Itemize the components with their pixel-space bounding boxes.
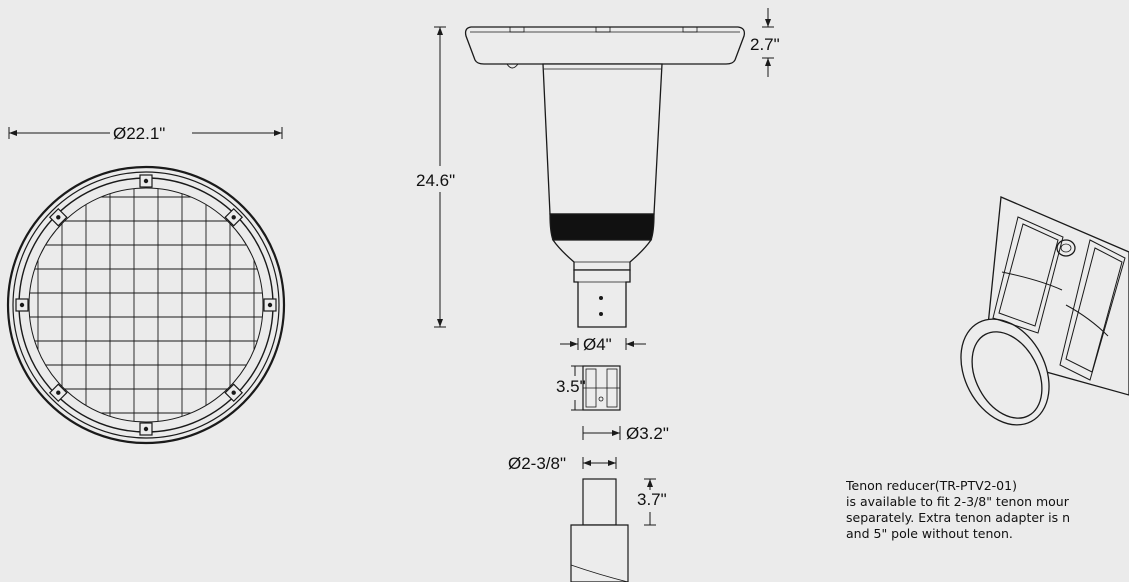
height-label-overall: 24.6": [416, 171, 455, 190]
top-view: [6, 165, 286, 445]
reducer-hole: [1056, 239, 1076, 257]
neck-taper: [551, 239, 653, 271]
luminaire-head: [464, 26, 746, 65]
diameter-dimension-adapter: [582, 426, 621, 440]
diameter-label-neck: Ø4": [583, 335, 612, 354]
height-dimension-adapter: [571, 365, 583, 411]
note-line-4: and 5" pole without tenon.: [846, 526, 1013, 541]
height-label-adapter: 3.5": [556, 377, 586, 396]
diameter-label-top: Ø22.1": [113, 124, 165, 143]
height-dimension-tenon: [644, 478, 656, 526]
mounting-tab: [139, 174, 153, 188]
diameter-label-adapter: Ø3.2": [626, 424, 669, 443]
note-line-1: Tenon reducer(TR-PTV2-01): [846, 478, 1017, 493]
mounting-tab: [263, 298, 277, 312]
height-label-tenon: 3.7": [637, 490, 667, 509]
lens-border: [28, 187, 264, 423]
tenon-pole: [570, 478, 629, 582]
mounting-tabs: [15, 174, 277, 436]
mounting-tab: [15, 298, 29, 312]
outer-ring-inner: [12, 171, 280, 439]
luminaire-body: [542, 63, 663, 215]
note-line-3: separately. Extra tenon adapter is n: [846, 510, 1071, 525]
height-dimension-overall: [434, 26, 446, 328]
mounting-tab: [224, 207, 244, 227]
mounting-tab: [224, 383, 244, 403]
outer-ring: [6, 165, 286, 445]
diameter-label-tenon: Ø2-3/8": [508, 454, 566, 473]
mounting-tab: [48, 383, 68, 403]
tenon-reducer: [960, 196, 1129, 426]
dark-band: [549, 213, 655, 241]
tenon-reducer-note: Tenon reducer(TR-PTV2-01) is available t…: [846, 478, 1129, 542]
tenon-adapter: [582, 365, 621, 411]
side-view: [464, 26, 746, 328]
diameter-dimension-neck: [560, 338, 646, 350]
reducer-opening: [960, 318, 1050, 426]
note-line-2: is available to fit 2-3/8" tenon mour: [846, 494, 1069, 509]
mounting-tab: [139, 422, 153, 436]
height-label-head: 2.7": [750, 35, 780, 54]
diameter-dimension-top: [8, 127, 283, 139]
mounting-tab: [48, 207, 68, 227]
height-dimension-head: [762, 8, 774, 77]
diameter-dimension-tenon: [582, 457, 617, 469]
